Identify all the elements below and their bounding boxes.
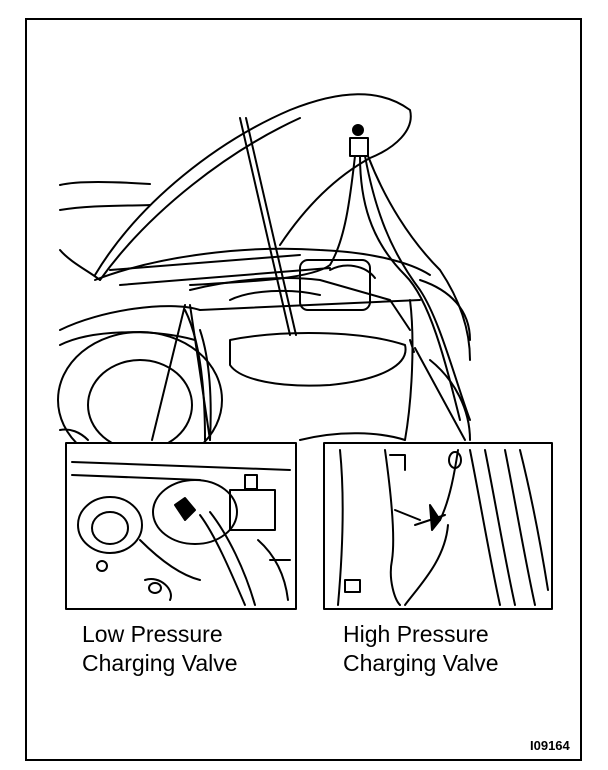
callout-lines xyxy=(151,304,466,441)
high-pressure-caption-line2: Charging Valve xyxy=(343,650,499,676)
high-pressure-caption-line1: High Pressure xyxy=(343,621,489,647)
high-pressure-inset xyxy=(323,442,553,610)
figure-frame xyxy=(25,18,582,761)
low-pressure-inset xyxy=(65,442,297,610)
figure-id: I09164 xyxy=(530,738,570,753)
car-body xyxy=(57,180,223,469)
open-hood xyxy=(94,93,412,336)
engine-bay xyxy=(94,247,471,341)
front-bumper xyxy=(184,299,471,441)
low-pressure-caption-line1: Low Pressure xyxy=(82,621,223,647)
low-pressure-caption-line2: Charging Valve xyxy=(82,650,238,676)
gauge-hoses xyxy=(189,124,471,421)
high-pressure-caption: High Pressure Charging Valve xyxy=(343,620,499,678)
low-pressure-caption: Low Pressure Charging Valve xyxy=(82,620,238,678)
